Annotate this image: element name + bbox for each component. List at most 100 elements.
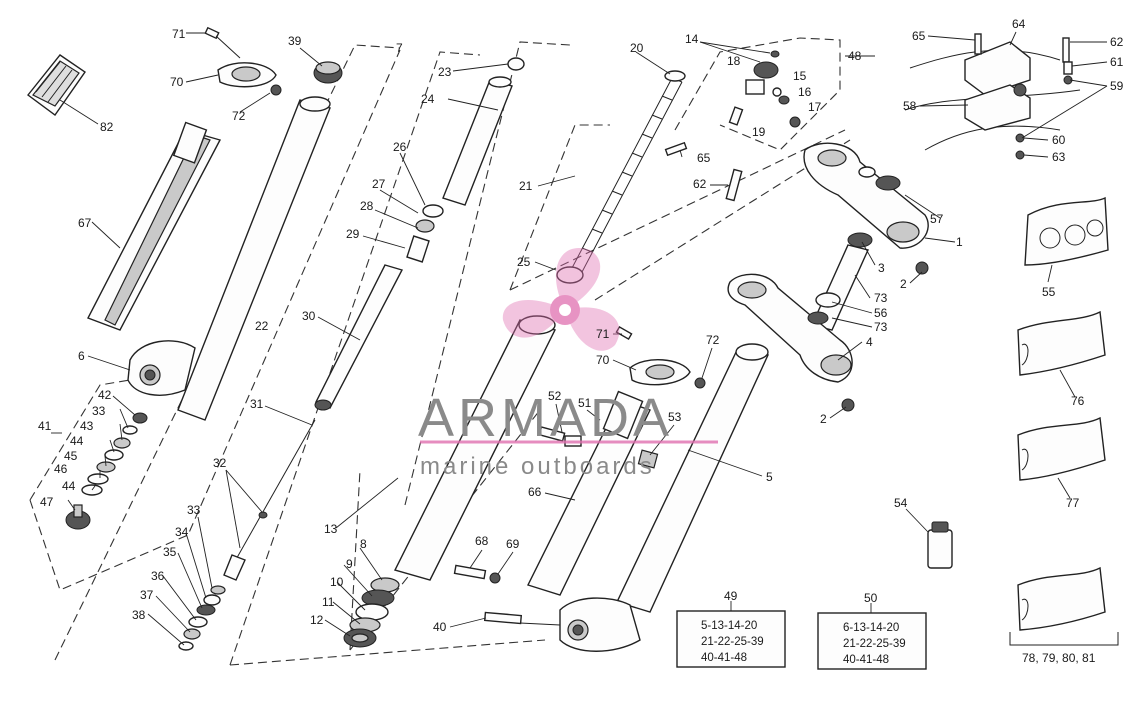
callout: 63 xyxy=(1052,150,1066,164)
callout: 33 xyxy=(187,503,201,517)
callout: 62 xyxy=(1110,35,1124,49)
part-55-protector xyxy=(1024,196,1109,266)
kit-49-line-2: 21-22-25-39 xyxy=(701,636,764,648)
callout: 57 xyxy=(930,212,944,226)
callout: 72 xyxy=(232,109,246,123)
leader-lines xyxy=(51,31,1108,646)
callout: 70 xyxy=(170,75,184,89)
callout: 33 xyxy=(92,404,106,418)
callout: 1 xyxy=(956,235,963,249)
callout: 42 xyxy=(98,388,112,402)
kit-box-50: 6-13-14-20 21-22-25-39 40-41-48 xyxy=(817,612,927,670)
callout: 82 xyxy=(100,120,114,134)
callout: 10 xyxy=(330,575,344,589)
callout: 34 xyxy=(175,525,189,539)
callout: 44 xyxy=(62,479,76,493)
callout: 73 xyxy=(874,291,888,305)
callout: 27 xyxy=(372,177,386,191)
callout: 29 xyxy=(346,227,360,241)
callout: 18 xyxy=(727,54,741,68)
kit-50-line-3: 40-41-48 xyxy=(843,654,889,666)
callout: 15 xyxy=(793,69,807,83)
callout: 78, 79, 80, 81 xyxy=(1022,651,1096,665)
part-70-top-clamp-left xyxy=(204,26,282,96)
callout: 39 xyxy=(288,34,302,48)
part-70-top-clamp-center xyxy=(615,325,706,389)
callout: 59 xyxy=(1110,79,1124,93)
callout: 8 xyxy=(360,537,367,551)
callout-labels: 71 70 72 39 7 82 67 6 41 42 33 43 44 45 … xyxy=(38,17,1124,665)
callout: 13 xyxy=(324,522,338,536)
callout: 66 xyxy=(528,485,542,499)
callout: 60 xyxy=(1052,133,1066,147)
callout: 38 xyxy=(132,608,146,622)
part-6-fork-foot xyxy=(127,340,196,396)
callout: 32 xyxy=(213,456,227,470)
callout: 72 xyxy=(706,333,720,347)
kit-49-line-1: 5-13-14-20 xyxy=(701,620,757,632)
callout: 5 xyxy=(766,470,773,484)
callout: 21 xyxy=(519,179,533,193)
callout: 49 xyxy=(724,589,738,603)
callout: 51 xyxy=(578,396,592,410)
kit-49-line-3: 40-41-48 xyxy=(701,652,747,664)
callout: 23 xyxy=(438,65,452,79)
callout: 7 xyxy=(396,41,403,55)
callout: 40 xyxy=(433,620,447,634)
callout: 3 xyxy=(878,261,885,275)
callout: 71 xyxy=(596,327,610,341)
callout: 31 xyxy=(250,397,264,411)
part-66-lower-leg xyxy=(527,390,651,652)
part-13-inner-tube xyxy=(343,315,557,648)
kit-50-line-2: 21-22-25-39 xyxy=(843,638,906,650)
callout: 71 xyxy=(172,27,186,41)
callout: 76 xyxy=(1071,394,1085,408)
callout: 67 xyxy=(78,216,92,230)
part-33-38-piston-stack xyxy=(178,585,226,651)
callout: 65 xyxy=(912,29,926,43)
part-41-valve-stack xyxy=(65,412,148,530)
callout: 22 xyxy=(255,319,269,333)
callout: 64 xyxy=(1012,17,1026,31)
callout: 65 xyxy=(697,151,711,165)
armada-watermark: ARMADA marine outboards xyxy=(418,248,718,480)
callout: 62 xyxy=(693,177,707,191)
callout: 54 xyxy=(894,496,908,510)
callout: 26 xyxy=(393,140,407,154)
part-48-cap-assembly xyxy=(728,50,801,128)
callout: 43 xyxy=(80,419,94,433)
callout: 68 xyxy=(475,534,489,548)
part-67-left-slider xyxy=(87,121,222,331)
callout: 20 xyxy=(630,41,644,55)
callout: 77 xyxy=(1066,496,1080,510)
callout: 4 xyxy=(866,335,873,349)
callout: 50 xyxy=(864,591,878,605)
callout: 12 xyxy=(310,613,324,627)
callout: 53 xyxy=(668,410,682,424)
part-22-upper-tube xyxy=(177,96,331,421)
kit-box-49: 5-13-14-20 21-22-25-39 40-41-48 xyxy=(676,610,786,668)
part-77-protector xyxy=(1017,416,1106,481)
callout: 9 xyxy=(346,557,353,571)
callout: 46 xyxy=(54,462,68,476)
callout: 6 xyxy=(78,349,85,363)
propeller-logo xyxy=(502,248,620,351)
callout: 70 xyxy=(596,353,610,367)
callout: 17 xyxy=(808,100,822,114)
callout: 19 xyxy=(752,125,766,139)
watermark-brand: ARMADA xyxy=(418,388,673,448)
callout: 56 xyxy=(874,306,888,320)
callout: 35 xyxy=(163,545,177,559)
part-1-upper-triple-clamp xyxy=(803,142,929,275)
part-82-pad xyxy=(26,54,86,116)
callout: 47 xyxy=(40,495,54,509)
group-outlines xyxy=(29,37,851,666)
callout: 69 xyxy=(506,537,520,551)
part-68-69-40-bolts xyxy=(453,564,523,625)
part-64-58-mount xyxy=(904,33,1081,160)
part-76-protector xyxy=(1017,310,1106,376)
part-54-oil-bottle xyxy=(927,521,953,569)
kit-50-line-1: 6-13-14-20 xyxy=(843,622,899,634)
